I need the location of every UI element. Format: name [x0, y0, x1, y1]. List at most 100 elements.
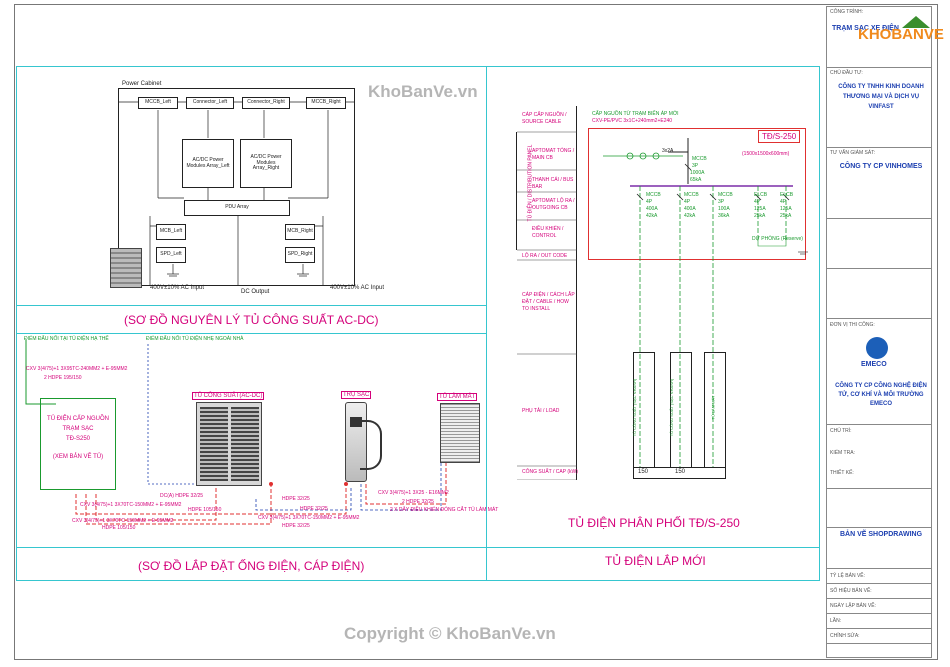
- outgoing-cb-poles: 3P: [718, 199, 725, 205]
- outgoing-cb-poles: 4P: [684, 199, 691, 205]
- cooling-conduit-label: 2 HDPE 32/25: [402, 499, 434, 505]
- charger-label: TRỤ SẠC: [341, 391, 372, 399]
- tb-row-sheet-no: SỐ HIỆU BẢN VẼ:: [830, 588, 872, 594]
- panel-source-header: CẤP NGUỒN TỪ TRẠM BIẾN ÁP MỚI: [592, 111, 679, 117]
- legend-row-busbar: THANH CÁI / BUS BAR: [532, 177, 574, 190]
- panel-source-cable: CXV-PE/PVC 3x1C+240mm2+E240: [592, 118, 673, 124]
- acdc-module-left-block: AC/DC Power Modules Array_Left: [182, 139, 234, 188]
- connector-right-block: Connector_Right: [242, 97, 290, 109]
- owner-header: CHỦ ĐẦU TƯ:: [830, 70, 863, 76]
- charger-cable: [360, 420, 382, 470]
- contractor-logo-text: EMECO: [861, 361, 887, 368]
- power-cabinet-frame: [118, 88, 355, 286]
- source-panel-line-4: [40, 444, 116, 452]
- tb-line-e: [826, 643, 932, 644]
- cooling-cable-label: CXV 3(4/75)+1 3X25 - E16MM2: [378, 490, 449, 496]
- grid-hdivider-left-2: [16, 333, 486, 334]
- brand-logo-text: KHOBANVE: [858, 26, 944, 43]
- pdu-array-block: PDU Array: [184, 200, 290, 216]
- cabinet-thumbnail: [110, 248, 142, 288]
- outgoing-cb-rating: 125A: [780, 206, 792, 212]
- main-cb-name: MCCB: [692, 156, 707, 162]
- brand-logo: KHOBANVE: [858, 16, 944, 52]
- cable-routing: [25, 340, 448, 525]
- legend-row-outgoing-cb: APTOMAT LỘ RA / OUTGOING CB: [532, 198, 575, 211]
- mccb-left-block: MCCB_Left: [138, 97, 178, 109]
- building-connection-note: ĐIỂM ĐẤU NỐI TỦ ĐIỆN NHẸ NGOÀI NHÀ: [146, 336, 244, 342]
- block-divider-2: [826, 268, 932, 269]
- capacity-value-2: 150: [675, 469, 686, 475]
- load-label-1: TỦ CÔNG SUẤT (SẠC NHANH): [632, 378, 638, 437]
- tb-line-b: [826, 598, 932, 599]
- block-divider-7: [826, 568, 932, 569]
- panel-dimensions: (1500x1500x600mm): [742, 151, 790, 157]
- reserve-note: DỰ PHÒNG (Reserve): [752, 236, 803, 242]
- tb-line-c: [826, 613, 932, 614]
- legend-row-main-cb: APTOMAT TỔNG / MAIN CB: [532, 148, 575, 161]
- source-connection-note: ĐIỂM ĐẤU NỐI TẠI TỦ ĐIỆN HẠ THẾ: [24, 336, 109, 342]
- main-cb-poles: 3P: [692, 163, 699, 169]
- grid-vertical-divider: [486, 66, 487, 581]
- owner-name: CÔNG TY TNHH KINH DOANH THƯƠNG MẠI VÀ DỊ…: [838, 84, 924, 110]
- block-divider-1: [826, 218, 932, 219]
- grid-hdivider-bottom: [16, 547, 820, 548]
- conduit-label-3: HDPE 32/25: [282, 496, 310, 502]
- capacity-value-1: 150: [638, 469, 649, 475]
- block-divider-5: [826, 488, 932, 489]
- outgoing-cb-name: ELCB: [754, 192, 768, 198]
- panel-legend-rows: [517, 131, 577, 480]
- block-divider-6: [826, 527, 932, 528]
- load-label-2: TỦ CÔNG SUẤT (SẠC NHANH): [669, 378, 675, 437]
- source-panel-line-5: (XEM BẢN VẼ TỦ): [52, 454, 104, 460]
- grid-hdivider-left-1: [16, 305, 486, 306]
- consultant-row-divider: [826, 147, 932, 148]
- outgoing-cb-name: MCCB: [684, 192, 699, 198]
- acdc-cabinet-drawing: [196, 402, 262, 486]
- watermark-top: KhoBanVe.vn: [368, 82, 478, 101]
- charger-screen: [350, 417, 362, 427]
- acdc-cabinet-label: TỦ CÔNG SUẤT(AC-DC): [192, 392, 265, 400]
- brand-logo-house-icon: [902, 16, 930, 28]
- mcb-right-block: MCB_Right: [285, 224, 315, 240]
- tb-line-a: [826, 583, 932, 584]
- outgoing-cb-breaking: 25kA: [754, 213, 766, 219]
- outgoing-cb-name: MCCB: [718, 192, 733, 198]
- outgoing-cb-breaking: 42kA: [646, 213, 658, 219]
- block-divider-4: [826, 424, 932, 425]
- panel-title: TĐ/S-250: [758, 130, 801, 143]
- outgoing-cb-breaking: 42kA: [684, 213, 696, 219]
- section-label-distribution-panel: TỦ ĐIỆN PHÂN PHỐI TĐ/S-250: [568, 516, 740, 530]
- watermark-bottom: Copyright © KhoBanVe.vn: [344, 624, 556, 643]
- project-header: CÔNG TRÌNH:: [830, 9, 863, 15]
- spd-left-block: SPD_Left: [156, 247, 186, 263]
- signal-cable-label: HDPE 32/25: [282, 523, 310, 529]
- outgoing-cb-poles: 4P: [780, 199, 787, 205]
- tb-line-d: [826, 628, 932, 629]
- load-label-3: TỦ LÀM MÁT: [710, 395, 716, 420]
- feed-conduit-label: 2 HDPE 195/150: [44, 375, 82, 381]
- panel-single-line: [603, 138, 808, 468]
- cooling-control-note: 2 X DÂY ĐIỀU KHIỂN ĐÓNG CẮT TỦ LÀM MÁT: [390, 507, 499, 513]
- tb-row-check: KIỂM TRA:: [830, 450, 855, 456]
- title-block-frame: [826, 6, 932, 658]
- power-cable-label-1: CXV 3(4/75)+1 3X70TC-150MM2 + E-95MM2: [80, 502, 182, 508]
- ac-input-left-label: 400V±10% AC Input: [150, 285, 204, 291]
- owner-row-divider: [826, 67, 932, 68]
- tb-row-scale: TỶ LỆ BẢN VẼ:: [830, 573, 866, 579]
- legend-row-out-code: LỘ RA / OUT CODE: [522, 253, 568, 259]
- section-label-cable-installation: (SƠ ĐỒ LẮP ĐẶT ỐNG ĐIỆN, CÁP ĐIỆN): [138, 559, 365, 573]
- conduit-label-1: HDPE 105/150: [188, 507, 222, 513]
- cooling-cabinet-drawing: [440, 403, 480, 463]
- outgoing-cb-poles: 4P: [646, 199, 653, 205]
- legend-row-source-cable: CÁP CẤP NGUỒN / SOURCE CABLE: [522, 112, 567, 125]
- main-cb-breaking: 65kA: [690, 177, 702, 183]
- acdc-cabinet-door-right: [231, 407, 259, 481]
- dc-cable-label: DC(A) HDPE 32/25: [160, 493, 204, 499]
- acdc-module-right-block: AC/DC Power Modules Array_Right: [240, 139, 292, 188]
- block-divider-3: [826, 318, 932, 319]
- capacity-row: [633, 467, 726, 479]
- spd-right-block: SPD_Right: [285, 247, 315, 263]
- ac-input-right-label: 400V±10% AC Input: [330, 285, 384, 291]
- conduit-label-4: HDPE 32/25: [300, 506, 328, 512]
- tb-row-design: THIẾT KẾ:: [830, 470, 854, 476]
